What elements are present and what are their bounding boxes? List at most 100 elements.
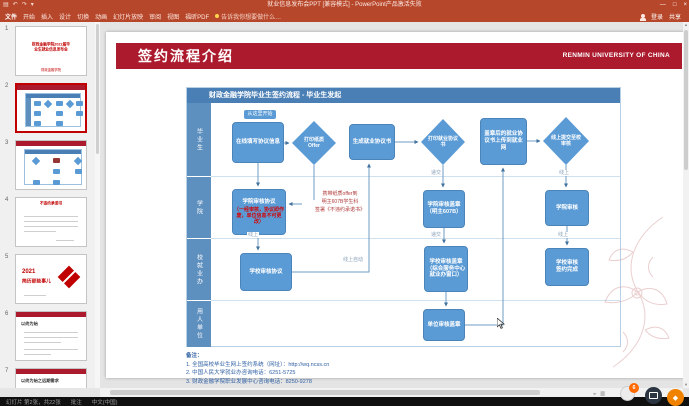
thumbnail-slide-1[interactable]: 财政金融学院2022届毕业生就业信息发布会 财政金融学院	[15, 26, 87, 76]
note-line: 1. 全国高校毕业生网上签约系统（网址）：http://wq.ncss.cn	[186, 361, 330, 368]
thumbnail-slide-4[interactable]: 不违约承诺书	[15, 197, 87, 247]
vertical-scroll-thumb[interactable]	[684, 30, 688, 170]
tab-animations[interactable]: 动画	[95, 14, 108, 21]
horizontal-scroll-thumb[interactable]	[110, 390, 540, 395]
node-college-review-agreement[interactable]: 学院审核协议 （一经审核，协议即作废，单位信息不可更改）	[232, 189, 286, 235]
save-icon[interactable]: ▤	[3, 2, 9, 8]
slide-thumbnail-panel: 1 财政金融学院2022届毕业生就业信息发布会 财政金融学院 2	[0, 22, 95, 388]
window-title: 就业信息发布会PPT [兼容模式] - PowerPoint产品激活失败	[267, 2, 422, 8]
lightbulb-icon	[215, 14, 220, 18]
thumbnail-slide-7[interactable]: 以终为始之远期需求	[15, 368, 87, 388]
lane-school-office: 校就业办	[187, 238, 211, 300]
slide-canvas[interactable]: 签约流程介绍 RENMIN UNIVERSITY OF CHINA 财政金融学院…	[106, 32, 684, 385]
mouse-cursor	[497, 318, 505, 329]
share-button[interactable]: 共享	[668, 14, 681, 21]
redo-icon[interactable]: ↷	[21, 2, 27, 8]
node-submit-online-review[interactable]: 线上提交至校审核	[543, 117, 589, 165]
note-line: 2. 中国人民大学就业办咨询电话：6251-5725	[186, 370, 296, 377]
window-controls: — □ ×	[660, 0, 687, 10]
slide-title: 签约流程介绍	[138, 50, 234, 65]
tab-transitions[interactable]: 切换	[77, 14, 90, 21]
thumb7-banner	[16, 369, 86, 374]
node-school-review-agreement[interactable]: 学校审核协议	[240, 253, 292, 291]
slide-number: 7	[5, 368, 9, 374]
node-employer-stamp[interactable]: 单位审核盖章	[423, 309, 465, 341]
thumb7-title: 以终为始之远期需求	[21, 379, 59, 384]
thumbnail-slide-5[interactable]: 2021 简历那些事儿	[15, 254, 87, 304]
tab-view[interactable]: 视图	[167, 14, 180, 21]
thumb2-banner	[17, 85, 85, 90]
status-bar: 幻灯片 第2张，共22张 批注 中文(中国)	[0, 397, 689, 406]
node-school-stamp[interactable]: 学校审核盖章 （综合服务中心 就业办窗口）	[424, 246, 468, 292]
scroll-up-icon[interactable]: ▲	[684, 22, 688, 27]
thumb3-flowchart	[24, 149, 83, 185]
start-here-label[interactable]: 从这里开始	[244, 110, 276, 119]
thumbnail-slide-3[interactable]	[15, 140, 87, 190]
thumb1-title: 财政金融学院2022届毕业生就业信息发布会	[31, 43, 71, 52]
node-upload-stamped-agreement[interactable]: 盖章后的就业协议书上传到就业网	[480, 118, 527, 165]
node-print-paper-offer[interactable]: 打印纸质 Offer	[292, 121, 336, 165]
screen-record-button[interactable]	[645, 387, 662, 404]
node-fill-agreement-online[interactable]: 在线填写协议信息	[232, 122, 284, 163]
thumb6-banner	[16, 312, 86, 317]
thumbnail-slide-2-selected[interactable]	[15, 83, 87, 133]
floral-ornament	[604, 216, 670, 368]
maximize-button[interactable]: □	[672, 2, 677, 8]
thumb4-title: 不违约承诺书	[39, 202, 63, 206]
university-name: RENMIN UNIVERSITY OF CHINA	[562, 52, 670, 59]
lane-graduate: 毕业生	[187, 103, 211, 176]
flowchart[interactable]: 财政金融学院毕业生签约流程 - 毕业生发起 毕业生 学院 校就业办 用人单位	[186, 87, 621, 347]
quick-access-toolbar: ▤ ↶ ↷ ▾	[3, 0, 34, 10]
node-print-agreement[interactable]: 打印就业协议书	[421, 119, 465, 165]
tab-design[interactable]: 设计	[59, 14, 72, 21]
note-line: 3. 财政金融学院职业发展中心咨询电话：8250-9278	[186, 378, 312, 385]
ribbon-tab-bar: 文件 开始 插入 设计 切换 动画 幻灯片放映 审阅 视图 福昕PDF 告诉我你…	[0, 10, 689, 22]
slide-number: 6	[5, 311, 9, 317]
undo-icon[interactable]: ↶	[12, 2, 18, 8]
assistant-floating-button[interactable]: ◆	[667, 389, 684, 406]
vertical-scrollbar[interactable]: ▲ ▼	[683, 22, 689, 388]
node-school-review-complete[interactable]: 学校审核 签约完成	[545, 248, 589, 286]
edge-label-submit: 递交	[430, 232, 443, 238]
tab-home[interactable]: 开始	[23, 14, 36, 21]
slide-notes[interactable]: 备注： 1. 全国高校毕业生网上签约系统（网址）：http://wq.ncss.…	[186, 352, 329, 386]
notes-title: 备注：	[186, 353, 203, 359]
comments-button[interactable]: 批注	[70, 399, 82, 406]
user-icon	[639, 14, 646, 21]
minimize-button[interactable]: —	[659, 2, 666, 8]
tab-slideshow[interactable]: 幻灯片放映	[113, 14, 144, 21]
node-generate-agreement[interactable]: 生成就业协议书	[349, 124, 395, 160]
qat-dropdown-icon[interactable]: ▾	[30, 2, 34, 8]
horizontal-scrollbar[interactable]	[100, 388, 683, 397]
slide-title-banner[interactable]: 签约流程介绍 RENMIN UNIVERSITY OF CHINA	[116, 43, 682, 69]
node-college-review[interactable]: 学院审核	[545, 190, 589, 226]
node-college-stamp[interactable]: 学院审核盖章 （明主607B）	[423, 190, 465, 228]
close-button[interactable]: ×	[683, 2, 687, 8]
offer-signing-annotation[interactable]: 携带纸质offer到 明主607B学生科 签署《不违约承诺书》	[314, 191, 365, 213]
overlay-mini-icons[interactable]: ⌖▦	[593, 392, 609, 398]
tell-me-search[interactable]: 告诉我你想要做什么…	[215, 12, 281, 21]
edge-label-online: 线上	[247, 232, 260, 238]
college-review-warning: （一经审核，协议即作废，单位信息不可更改）	[234, 206, 285, 225]
tab-file[interactable]: 文件	[5, 14, 18, 21]
edge-label-submit: 递交	[430, 170, 443, 176]
thumb1-footer: 财政金融学院	[41, 68, 61, 72]
tab-review[interactable]: 审阅	[149, 14, 162, 21]
tab-insert[interactable]: 插入	[41, 14, 54, 21]
thumb6-title: 以终为始	[21, 322, 38, 327]
thumb5-year: 2021	[22, 269, 36, 275]
edge-label-online: 线上	[558, 170, 571, 176]
tab-foxit-pdf[interactable]: 福昕PDF	[185, 14, 210, 21]
sign-in-button[interactable]: 登录	[650, 14, 663, 21]
slide-number: 5	[5, 254, 9, 260]
title-bar: ▤ ↶ ↷ ▾ 就业信息发布会PPT [兼容模式] - PowerPoint产品…	[0, 0, 689, 10]
language-indicator[interactable]: 中文(中国)	[91, 399, 118, 406]
thumb2-flowchart	[25, 93, 83, 127]
lane-college: 学院	[187, 176, 211, 238]
thumbnail-panel-scrollbar[interactable]	[95, 22, 100, 388]
thumbnail-slide-6[interactable]: 以终为始	[15, 311, 87, 361]
scroll-down-icon[interactable]: ▼	[684, 382, 688, 387]
slide-counter[interactable]: 幻灯片 第2张，共22张	[6, 399, 61, 406]
lane-employer: 用人单位	[187, 300, 211, 347]
notification-badge[interactable]: 6	[629, 383, 639, 393]
